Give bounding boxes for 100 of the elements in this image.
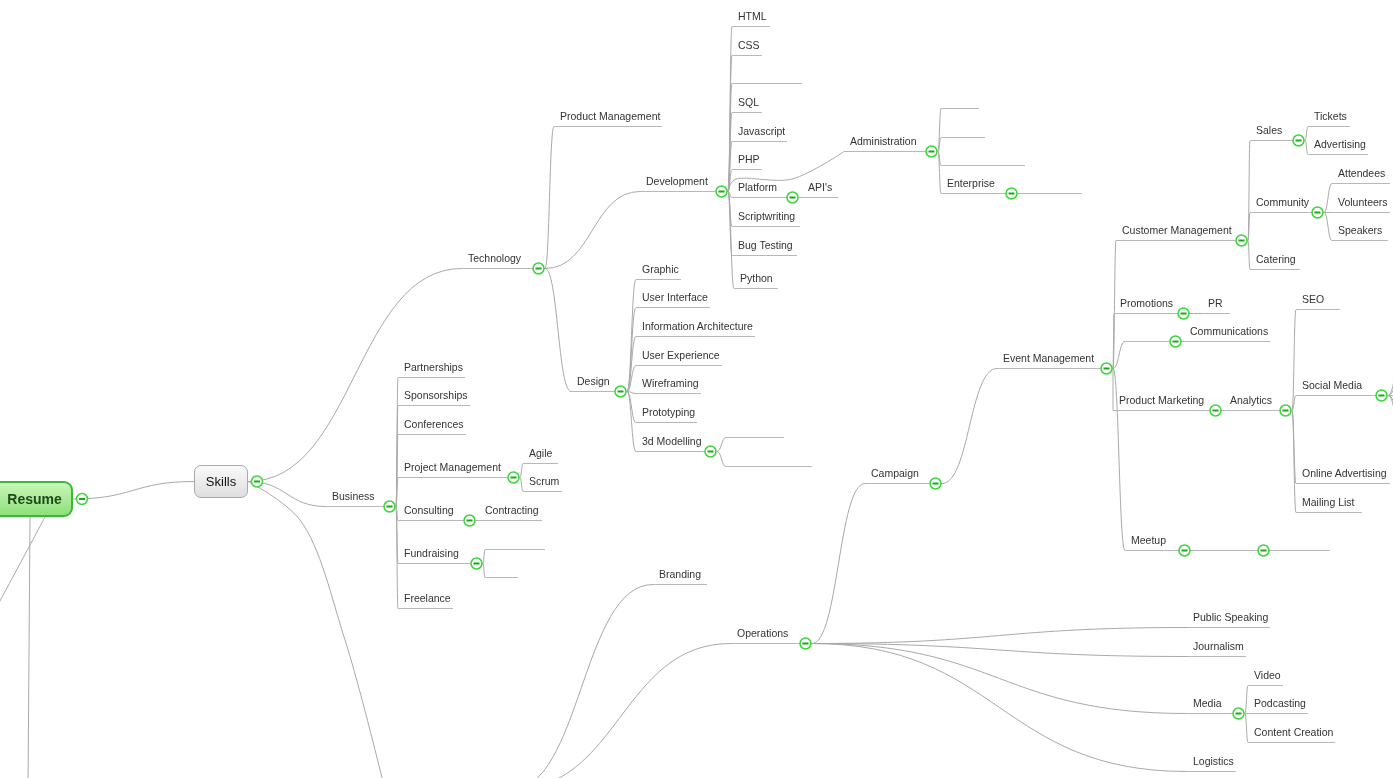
topic-label: Enterprise — [947, 177, 995, 189]
topic-label: Volunteers — [1338, 196, 1388, 208]
topic-label: Event Management — [1003, 352, 1095, 364]
topic-underline — [636, 319, 755, 337]
topic-underline — [1248, 725, 1336, 743]
branch-line — [247, 481, 327, 507]
topic-label: Journalism — [1193, 640, 1244, 652]
topic-label: CSS — [738, 39, 760, 51]
topic-label: Scrum — [529, 475, 560, 487]
branch-line — [1189, 313, 1203, 314]
topic-label: Consulting — [404, 504, 454, 516]
branch-line — [811, 483, 866, 644]
root-topic-box: Resume — [0, 481, 73, 517]
branch-line — [1291, 410, 1297, 513]
branch-line — [1323, 212, 1333, 241]
topic-label: Agile — [529, 447, 553, 459]
topic-label: Technology — [468, 252, 522, 264]
topic-underline — [1332, 195, 1390, 213]
topic-underline — [1308, 109, 1350, 127]
topic-underline — [732, 209, 800, 227]
branch-line — [1112, 341, 1126, 369]
topic-label: Bug Testing — [738, 239, 793, 251]
topic-underline — [398, 591, 453, 609]
topic-label: Branding — [659, 568, 702, 580]
topic-underline — [1296, 466, 1390, 484]
branch-line — [1190, 550, 1194, 551]
topic-label: PR — [1208, 297, 1223, 309]
topic-underline — [636, 290, 710, 308]
branch-line — [544, 126, 555, 269]
topic-label: Design — [577, 375, 610, 387]
topic-label: Prototyping — [642, 406, 696, 418]
branch-line — [626, 365, 637, 392]
topic-label: Graphic — [642, 263, 679, 275]
branch-line — [716, 451, 727, 467]
topic-label: Scriptwriting — [738, 210, 796, 222]
topic-label: Public Speaking — [1193, 611, 1269, 623]
branch-line — [27, 516, 31, 778]
branch-line — [626, 391, 637, 452]
topic-underline — [732, 38, 762, 56]
topic-label: Logistics — [1193, 755, 1234, 767]
topic-underline — [1332, 166, 1390, 184]
topic-underline — [479, 503, 542, 521]
topic-label: Analytics — [1230, 394, 1272, 406]
topic-underline — [398, 417, 466, 435]
branch-line — [482, 563, 486, 578]
topic-label: Attendees — [1338, 167, 1386, 179]
topic-label: Contracting — [485, 504, 539, 516]
topic-label: Development — [646, 175, 708, 187]
topic-label: Advertising — [1314, 138, 1366, 150]
topic-label: Partnerships — [404, 361, 463, 373]
topic-underline — [1187, 639, 1246, 657]
topic-label: 3d Modelling — [642, 435, 702, 447]
topic-label: Business — [332, 490, 375, 502]
branch-line — [519, 477, 524, 492]
topic-underline — [398, 388, 470, 406]
branch-line — [1221, 410, 1225, 411]
topic-label: Project Management — [404, 461, 501, 473]
branch-line — [626, 279, 637, 392]
topic-underline — [1296, 495, 1362, 513]
topic-label: HTML — [738, 10, 767, 22]
topic-underline — [523, 474, 562, 492]
topic-label: Wireframing — [642, 377, 699, 389]
branch-line — [1244, 713, 1249, 714]
branch-line — [1112, 368, 1126, 551]
branch-line — [1291, 309, 1297, 411]
topic-label: Freelance — [404, 592, 451, 604]
branch-line — [727, 191, 735, 289]
topic-underline — [732, 238, 797, 256]
topic-underline — [732, 95, 762, 113]
topic-underline — [802, 180, 838, 198]
branch-line — [1291, 395, 1297, 411]
topic-label: Online Advertising — [1302, 467, 1387, 479]
topic-underline — [734, 271, 778, 289]
branch-line — [247, 481, 386, 778]
branch-line — [937, 151, 942, 194]
topic-underline — [554, 109, 663, 127]
topic-label: Sponsorships — [404, 389, 468, 401]
branch-line — [1304, 126, 1309, 141]
branch-line — [1247, 240, 1251, 270]
topic-label: Speakers — [1338, 224, 1383, 236]
topic-underline — [1332, 223, 1388, 241]
topic-underline — [1187, 754, 1236, 772]
branch-line — [1387, 395, 1393, 398]
topic-underline — [653, 567, 707, 585]
branch-line — [937, 137, 942, 152]
topic-underline — [1184, 324, 1271, 342]
topic-label: Conferences — [404, 418, 464, 430]
topic-underline — [1308, 137, 1368, 155]
topic-label: Operations — [737, 627, 789, 639]
branch-line — [1017, 193, 1021, 194]
topic-label: API's — [808, 181, 833, 193]
branch-line — [727, 169, 733, 192]
branch-line — [519, 463, 524, 478]
branch-line — [544, 191, 641, 269]
branch-line — [798, 197, 803, 198]
topic-label: Communications — [1190, 325, 1269, 337]
topic-label: Campaign — [871, 467, 919, 479]
topic-label: Customer Management — [1122, 224, 1232, 236]
topic-label: SQL — [738, 96, 759, 108]
topic-label: Content Creation — [1254, 726, 1334, 738]
